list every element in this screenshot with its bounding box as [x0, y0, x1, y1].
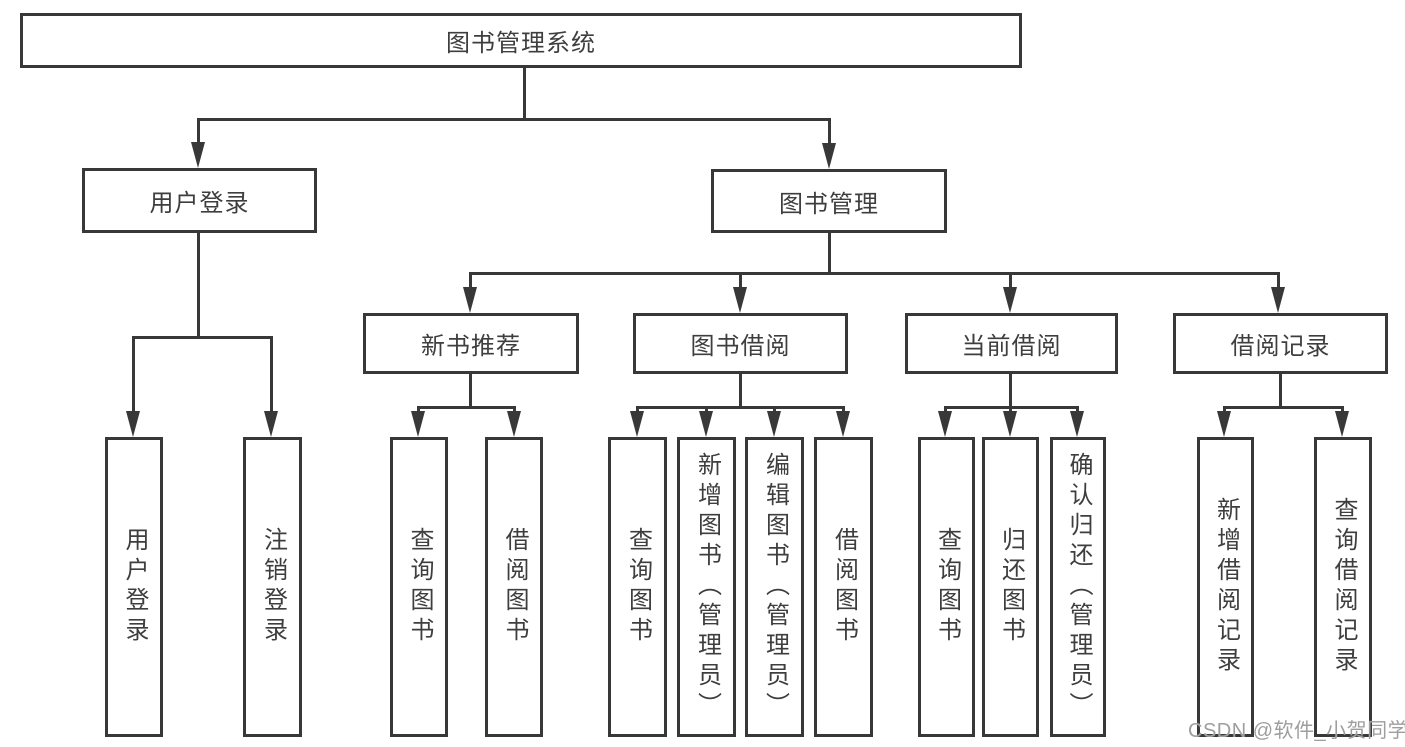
leaf-records-query-record-label: 查询借阅记录	[1330, 497, 1357, 677]
connector-leaf-login-drop	[132, 336, 135, 411]
leaf-user-logout: 注销登录	[243, 437, 302, 737]
node-root: 图书管理系统	[20, 13, 1022, 68]
leaf-recommend-query-books-label: 查询图书	[406, 527, 433, 647]
connector-recommend-drop	[469, 272, 472, 287]
connector-leaf-bor4-drop	[842, 406, 845, 411]
connector-mgmt-crossbar	[470, 272, 1280, 275]
leaf-user-logout-label: 注销登录	[259, 527, 287, 647]
arrowhead-leaf-rec1	[411, 411, 425, 437]
connector-records-crossbar	[1223, 406, 1344, 409]
connector-borrow-crossbar	[636, 406, 845, 409]
leaf-current-query-books-label: 查询图书	[933, 527, 961, 647]
node-root-label: 图书管理系统	[446, 30, 596, 57]
arrowhead-leaf-login	[126, 411, 140, 437]
leaf-borrow-borrow-books-label: 借阅图书	[830, 527, 858, 647]
csdn-watermark: CSDN @软件_小贺同学	[1188, 720, 1405, 742]
connector-borrow-stem	[739, 374, 742, 406]
node-user-login-label: 用户登录	[149, 190, 250, 217]
node-borrow-records: 借阅记录	[1173, 313, 1388, 374]
arrowhead-current	[1003, 287, 1017, 313]
arrowhead-leaf-cur1	[938, 411, 952, 437]
leaf-borrow-add-books-admin: 新增图书（管理员）	[677, 437, 736, 737]
leaf-records-query-record: 查询借阅记录	[1314, 437, 1372, 737]
leaf-records-add-record-label: 新增借阅记录	[1212, 497, 1240, 677]
leaf-current-query-books: 查询图书	[918, 437, 975, 737]
node-current-borrow: 当前借阅	[905, 313, 1118, 374]
connector-leaf-rec1-drop	[417, 406, 420, 411]
node-user-login: 用户登录	[82, 168, 317, 233]
connector-current-stem	[1009, 374, 1012, 406]
connector-root-crossbar	[197, 118, 831, 121]
node-new-book-recommend: 新书推荐	[363, 313, 579, 374]
leaf-borrow-edit-books-admin: 编辑图书（管理员）	[745, 437, 804, 737]
connector-leaf-logout-drop	[270, 336, 273, 411]
leaf-recommend-query-books: 查询图书	[390, 437, 448, 737]
connector-leaf-bor2-drop	[705, 406, 708, 411]
connector-leaf-recd2-drop	[1341, 406, 1344, 411]
connector-recommend-crossbar	[417, 406, 516, 409]
connector-leaf-bor3-drop	[773, 406, 776, 411]
connector-root-stem	[523, 68, 526, 118]
leaf-user-login: 用户登录	[105, 437, 163, 737]
node-new-book-recommend-label: 新书推荐	[421, 333, 521, 360]
connector-user-login-drop	[197, 118, 200, 142]
arrowhead-borrow	[733, 287, 747, 313]
leaf-current-confirm-return-admin-label: 确认归还（管理员）	[1065, 452, 1092, 722]
arrowhead-leaf-recd1	[1217, 411, 1231, 437]
connector-current-drop	[1009, 272, 1012, 287]
leaf-recommend-borrow-books: 借阅图书	[485, 437, 543, 737]
arrowhead-recommend	[463, 287, 477, 313]
leaf-current-return-books: 归还图书	[982, 437, 1039, 737]
leaf-recommend-borrow-books-label: 借阅图书	[501, 527, 528, 647]
connector-user-crossbar	[132, 336, 273, 339]
arrowhead-leaf-bor2	[699, 411, 713, 437]
leaf-user-login-label: 用户登录	[121, 527, 148, 647]
connector-leaf-cur3-drop	[1076, 406, 1079, 411]
leaf-borrow-add-books-admin-label: 新增图书（管理员）	[693, 452, 721, 722]
arrowhead-leaf-recd2	[1335, 411, 1349, 437]
node-book-management: 图书管理	[711, 169, 947, 233]
connector-recommend-stem	[469, 374, 472, 406]
node-borrow-records-label: 借阅记录	[1230, 333, 1331, 360]
arrowhead-book-mgmt	[822, 143, 836, 169]
connector-leaf-bor1-drop	[636, 406, 639, 411]
arrowhead-leaf-bor1	[630, 411, 644, 437]
connector-user-stem	[197, 233, 200, 336]
connector-leaf-rec2-drop	[513, 406, 516, 411]
connector-records-stem	[1279, 374, 1282, 406]
leaf-borrow-query-books-label: 查询图书	[624, 527, 652, 647]
arrowhead-leaf-cur3	[1070, 411, 1084, 437]
arrowhead-leaf-rec2	[507, 411, 521, 437]
connector-leaf-recd1-drop	[1223, 406, 1226, 411]
leaf-current-return-books-label: 归还图书	[997, 527, 1025, 647]
leaf-current-confirm-return-admin: 确认归还（管理员）	[1050, 437, 1106, 737]
connector-leaf-cur2-drop	[1009, 406, 1012, 411]
connector-mgmt-stem	[828, 233, 831, 272]
arrowhead-records	[1271, 287, 1285, 313]
node-current-borrow-label: 当前借阅	[961, 333, 1062, 360]
arrowhead-leaf-cur2	[1003, 411, 1017, 437]
connector-book-mgmt-drop	[828, 118, 831, 143]
node-book-borrow-label: 图书借阅	[690, 333, 791, 360]
leaf-borrow-query-books: 查询图书	[608, 437, 667, 737]
connector-records-drop	[1277, 272, 1280, 287]
arrowhead-leaf-bor4	[836, 411, 850, 437]
arrowhead-leaf-bor3	[767, 411, 781, 437]
leaf-borrow-edit-books-admin-label: 编辑图书（管理员）	[761, 452, 789, 722]
leaf-records-add-record: 新增借阅记录	[1197, 437, 1254, 737]
leaf-borrow-borrow-books: 借阅图书	[814, 437, 873, 737]
arrowhead-leaf-logout	[264, 411, 278, 437]
arrowhead-user-login	[191, 142, 205, 168]
connector-borrow-drop	[739, 272, 742, 287]
node-book-borrow: 图书借阅	[633, 313, 848, 374]
node-book-management-label: 图书管理	[779, 190, 879, 218]
connector-leaf-cur1-drop	[944, 406, 947, 411]
